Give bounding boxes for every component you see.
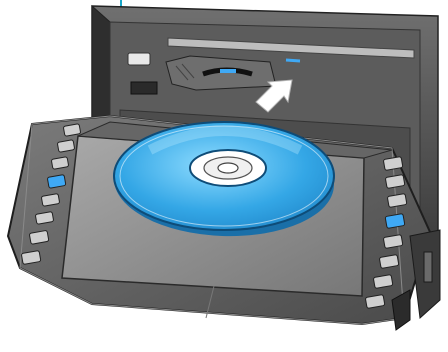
left-button-active[interactable] xyxy=(47,175,66,189)
eject-button[interactable] xyxy=(128,53,150,65)
front-button-2[interactable] xyxy=(131,82,157,94)
left-button-2[interactable] xyxy=(57,140,74,153)
left-button-3[interactable] xyxy=(51,157,68,170)
left-button-1[interactable] xyxy=(63,124,80,137)
card-slot xyxy=(166,56,276,90)
right-button-active[interactable] xyxy=(385,214,405,229)
